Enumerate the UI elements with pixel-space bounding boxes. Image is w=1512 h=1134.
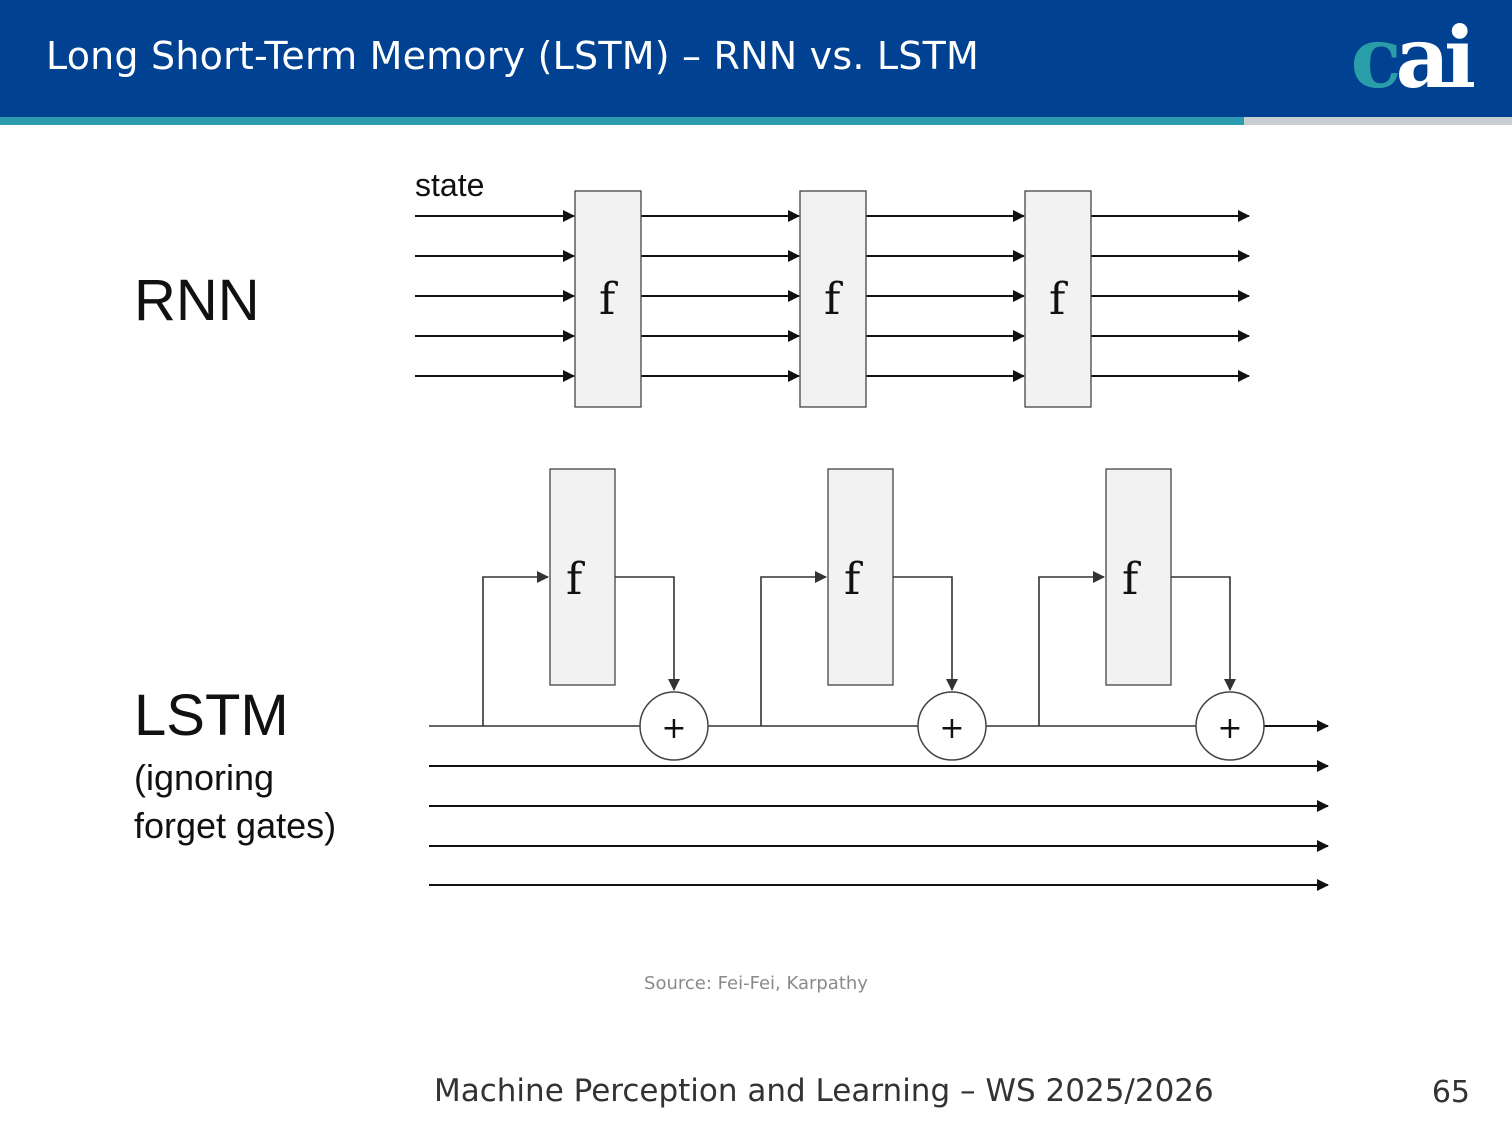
lstm-label: LSTM: [134, 683, 289, 748]
plus-label: +: [1217, 711, 1242, 746]
rnn-cell-f-label: f: [599, 274, 618, 325]
rnn-cell-2: f: [799, 190, 867, 408]
state-label: state: [415, 167, 484, 203]
logo-c: c: [1350, 8, 1402, 107]
source-citation: Source: Fei-Fei, Karpathy: [644, 973, 868, 994]
header-stripe-grey: [1244, 117, 1512, 125]
lstm-input-connector: [1038, 571, 1105, 726]
plus-label: +: [939, 711, 964, 746]
lstm-cell-box: [549, 468, 616, 686]
lstm-output-connector: [1171, 576, 1236, 691]
lstm-state-lines: [429, 720, 1329, 891]
logo-ai: ai: [1395, 8, 1476, 107]
plus-node: [917, 691, 987, 761]
rnn-cell-f-label: f: [824, 274, 843, 325]
rnn-cell-1: f: [574, 190, 642, 408]
slide-header: Long Short-Term Memory (LSTM) – RNN vs. …: [0, 0, 1512, 117]
cai-logo: cai: [1351, 16, 1477, 100]
lstm-cell-1: f +: [482, 468, 709, 761]
rnn-cell-box: [799, 190, 867, 408]
lstm-cell-box: [1105, 468, 1172, 686]
footer-course: Machine Perception and Learning – WS 202…: [434, 1073, 1214, 1109]
header-stripe-teal: [0, 117, 1244, 125]
lstm-cell-f-label: f: [1122, 554, 1141, 605]
rnn-state-arrows: [415, 210, 1250, 382]
rnn-cell-3: f: [1024, 190, 1092, 408]
plus-node: [1195, 691, 1265, 761]
rnn-cell-box: [1024, 190, 1092, 408]
rnn-cell-box: [574, 190, 642, 408]
slide-title: Long Short-Term Memory (LSTM) – RNN vs. …: [46, 34, 980, 78]
lstm-note-line1: (ignoring: [134, 757, 274, 798]
lstm-cell-2: f +: [760, 468, 987, 761]
lstm-output-connector: [893, 576, 958, 691]
rnn-cell-f-label: f: [1049, 274, 1068, 325]
page-number: 65: [1431, 1075, 1470, 1110]
lstm-cell-box: [827, 468, 894, 686]
rnn-label: RNN: [134, 268, 260, 333]
lstm-cell-f-label: f: [844, 554, 863, 605]
lstm-cell-f-label: f: [566, 554, 585, 605]
lstm-note-line2: forget gates): [134, 805, 336, 846]
lstm-input-connector: [760, 571, 827, 726]
plus-node: [639, 691, 709, 761]
lstm-cell-3: f +: [1038, 468, 1265, 761]
lstm-output-connector: [615, 576, 680, 691]
plus-label: +: [661, 711, 686, 746]
lstm-input-connector: [482, 571, 549, 726]
